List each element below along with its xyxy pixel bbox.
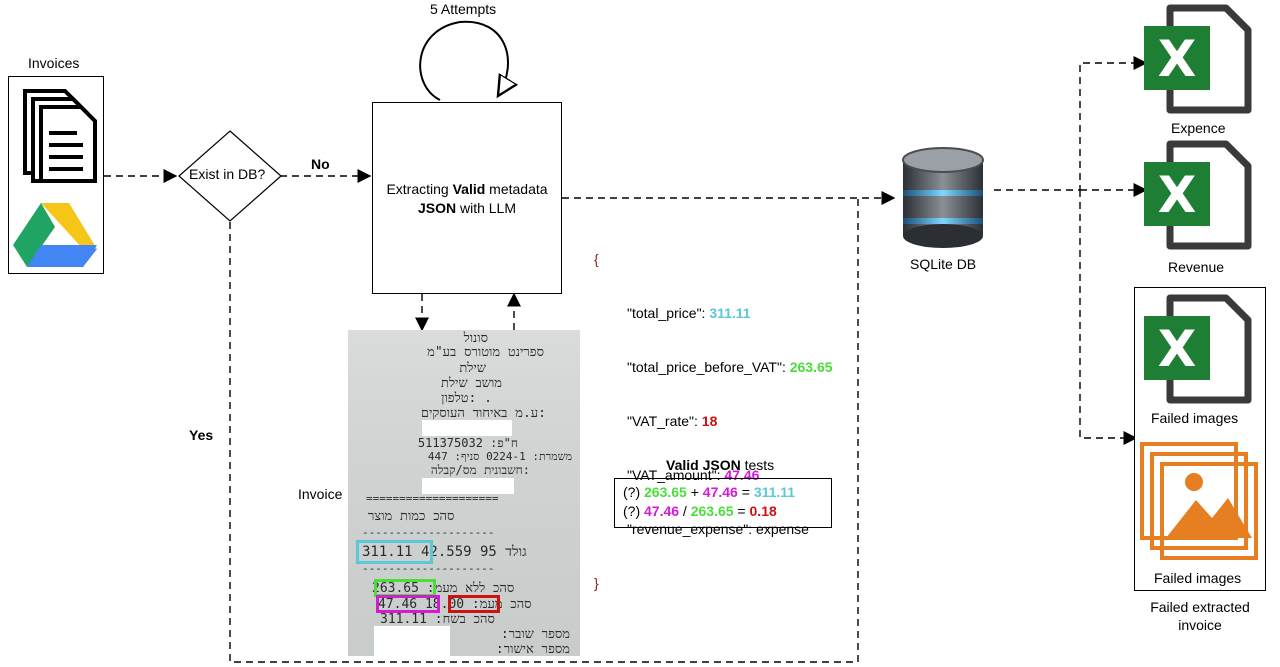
image-file-icon bbox=[1140, 442, 1258, 560]
failed-extracted-label: Failed extracted invoice bbox=[1150, 599, 1250, 633]
receipt-line: ע.מ באיחוד העוסקים: bbox=[420, 406, 546, 421]
valid-json-tests-box: (?) 263.65 + 47.46 = 311.11 (?) 47.46 / … bbox=[614, 478, 832, 528]
loop-arrow-icon bbox=[419, 20, 508, 101]
attempts-label: 5 Attempts bbox=[430, 1, 497, 17]
receipt-line: 447 :משמרת: 0224-1 סניף bbox=[427, 450, 572, 463]
svg-text:X: X bbox=[1158, 30, 1197, 88]
failed-images-label-2: Failed images bbox=[1154, 570, 1242, 586]
yes-label: Yes bbox=[189, 427, 214, 443]
vat-rate-highlight bbox=[448, 595, 500, 613]
json-field-total-price: "total_price": 311.11 bbox=[627, 305, 751, 321]
json-field-before-vat: "total_price_before_VAT": 263.65 bbox=[627, 359, 833, 375]
invoice-receipt-image: סונול ספרינט מוטורס בע"מ שילת מושב שילת … bbox=[348, 330, 580, 656]
json-close-brace: } bbox=[594, 575, 599, 591]
invoices-label: Invoices bbox=[28, 55, 80, 71]
receipt-line: -------------------- bbox=[362, 526, 495, 539]
svg-text:X: X bbox=[1158, 320, 1197, 378]
sqlite-label: SQLite DB bbox=[910, 256, 977, 272]
expence-label: Expence bbox=[1171, 120, 1226, 136]
receipt-line: 263.65 :סהכ ללא מעמ bbox=[372, 581, 515, 596]
receipt-line: 311.11 42.559 95 גולד bbox=[362, 544, 527, 560]
receipt-line: מושב שילת bbox=[441, 376, 502, 391]
database-icon bbox=[902, 147, 984, 248]
json-field-vat-rate: "VAT_rate": 18 bbox=[627, 413, 718, 429]
test-line-sum: (?) 263.65 + 47.46 = 311.11 bbox=[623, 484, 796, 500]
exist-in-db-label: Exist in DB? bbox=[189, 166, 266, 182]
json-open-brace: { bbox=[594, 251, 599, 267]
receipt-line: שילת bbox=[459, 361, 486, 376]
test-line-ratio: (?) 47.46 / 263.65 = 0.18 bbox=[623, 503, 777, 519]
no-label: No bbox=[311, 156, 330, 172]
receipt-line: טלפון: . bbox=[441, 391, 492, 406]
exist-in-db-diamond bbox=[178, 130, 282, 222]
redacted-block bbox=[422, 420, 512, 436]
llm-extraction-box: Extracting Valid metadata JSON with LLM bbox=[372, 102, 562, 294]
revenue-label: Revenue bbox=[1168, 259, 1225, 275]
llm-box-line1: Extracting Valid metadata bbox=[386, 181, 548, 197]
receipt-line: 47.46 18.00 :סהכ מעמ bbox=[378, 597, 532, 612]
excel-file-icon: X bbox=[1144, 140, 1252, 250]
total-price-highlight bbox=[356, 540, 433, 564]
google-drive-icon bbox=[13, 203, 97, 267]
svg-text:X: X bbox=[1158, 166, 1197, 224]
receipt-line: ספרינט מוטורס בע"מ bbox=[427, 345, 544, 360]
vat-amount-highlight bbox=[376, 595, 440, 613]
json-field-revenue-expense: "revenue_expense": expense bbox=[627, 521, 809, 537]
receipt-line: ==================== bbox=[366, 492, 499, 505]
json-output: { "total_price": 311.11 "total_price_bef… bbox=[594, 214, 833, 610]
documents-icon bbox=[23, 89, 97, 183]
receipt-line: חשבונית מס/קבלה: bbox=[430, 463, 530, 477]
invoices-source-box bbox=[8, 76, 104, 274]
failed-images-label-1: Failed images bbox=[1151, 410, 1239, 426]
receipt-line: סהכ כמות מוצר bbox=[368, 509, 455, 524]
receipt-line: 311.11 :סהכ בשח bbox=[380, 612, 495, 627]
redacted-block bbox=[374, 626, 450, 656]
json-field-vat-amount: "VAT_amount": 47.46 bbox=[627, 467, 760, 483]
receipt-line: :מספר אישור bbox=[495, 642, 570, 656]
invoice-label: Invoice bbox=[298, 486, 343, 502]
receipt-line: 511375032 :ח"פ bbox=[417, 436, 518, 450]
llm-box-line2: JSON with LLM bbox=[417, 200, 517, 216]
excel-file-icon: X bbox=[1144, 4, 1252, 114]
redacted-block bbox=[422, 478, 514, 494]
receipt-line: -------------------- bbox=[362, 562, 495, 575]
excel-file-icon: X bbox=[1144, 294, 1252, 404]
tests-title: Valid JSON tests bbox=[666, 457, 775, 473]
receipt-line: סונול bbox=[463, 331, 488, 346]
receipt-line: :מספר שובר bbox=[500, 627, 570, 642]
